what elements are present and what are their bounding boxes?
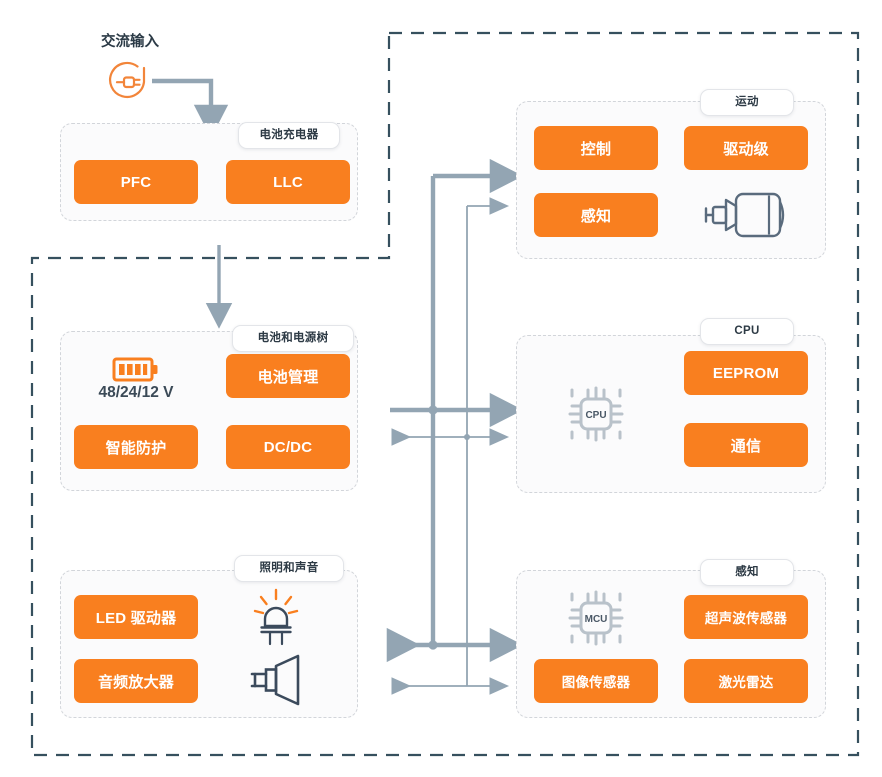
- block-ultrasonic-sensor[interactable]: 超声波传感器: [684, 595, 808, 639]
- panel-label-sensing: 感知: [700, 559, 794, 586]
- block-lidar[interactable]: 激光雷达: [684, 659, 808, 703]
- block-control[interactable]: 控制: [534, 126, 658, 170]
- block-llc[interactable]: LLC: [226, 160, 350, 204]
- block-eeprom[interactable]: EEPROM: [684, 351, 808, 395]
- block-drive-stage[interactable]: 驱动级: [684, 126, 808, 170]
- speaker-icon: [246, 652, 312, 708]
- ac-input-title: 交流输入: [101, 34, 159, 50]
- block-smart-protection[interactable]: 智能防护: [74, 425, 198, 469]
- panel-label-cpu: CPU: [700, 318, 794, 345]
- led-lamp-icon: [248, 586, 304, 648]
- panel-label-battery-power-tree: 电池和电源树: [232, 325, 354, 352]
- svg-text:MCU: MCU: [585, 614, 608, 625]
- block-dcdc[interactable]: DC/DC: [226, 425, 350, 469]
- cpu-chip-icon: CPU: [558, 376, 634, 452]
- panel-label-lighting-sound: 照明和声音: [234, 555, 344, 582]
- block-led-driver[interactable]: LED 驱动器: [74, 595, 198, 639]
- svg-text:CPU: CPU: [585, 410, 606, 421]
- ac-plug-icon: [104, 58, 152, 106]
- panel-label-motion: 运动: [700, 89, 794, 116]
- battery-icon: [110, 353, 162, 385]
- block-audio-amplifier[interactable]: 音频放大器: [74, 659, 198, 703]
- mcu-chip-icon: MCU: [558, 580, 634, 656]
- block-image-sensor[interactable]: 图像传感器: [534, 659, 658, 703]
- block-communication[interactable]: 通信: [684, 423, 808, 467]
- motor-icon: [700, 186, 792, 244]
- block-motion-sensing[interactable]: 感知: [534, 193, 658, 237]
- block-pfc[interactable]: PFC: [74, 160, 198, 204]
- block-battery-management[interactable]: 电池管理: [226, 354, 350, 398]
- panel-label-battery-charger: 电池充电器: [238, 122, 340, 149]
- battery-voltage-label: 48/24/12 V: [98, 384, 174, 401]
